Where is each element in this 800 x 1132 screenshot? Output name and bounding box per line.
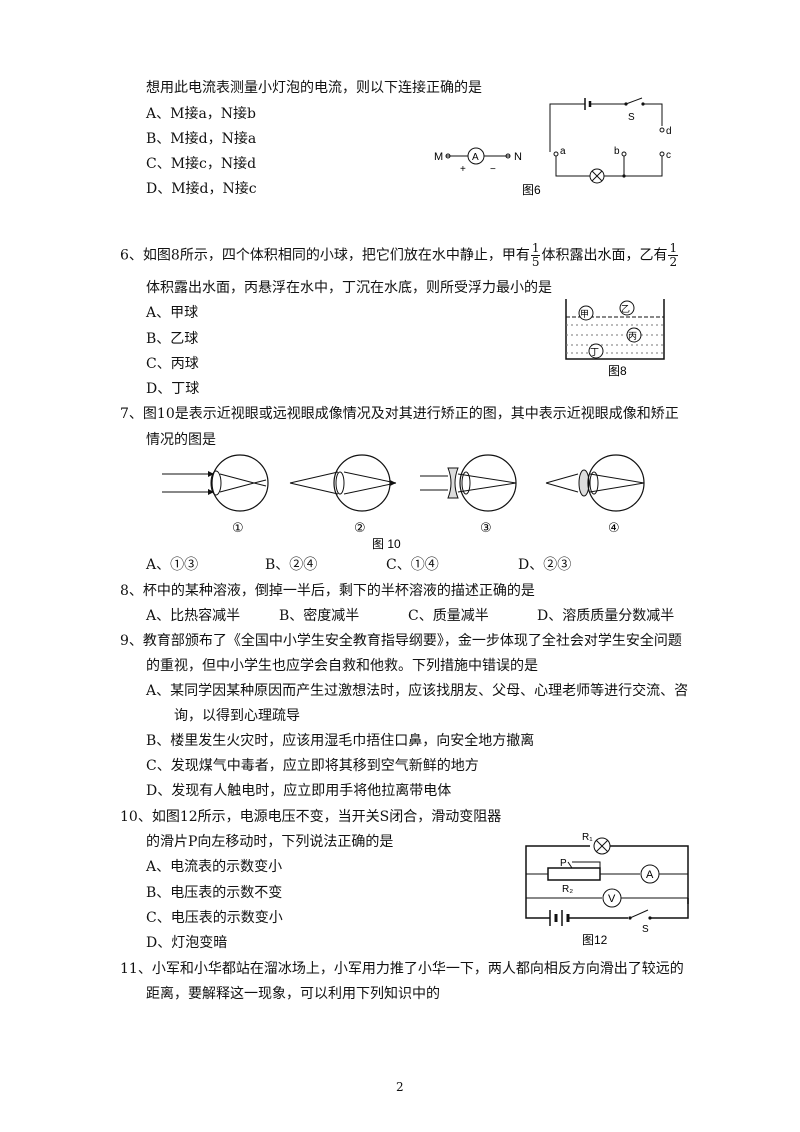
q10-option-c: C、电压表的示数变小 — [146, 910, 283, 926]
svg-text:S: S — [628, 112, 635, 123]
ball-bing: 丙 — [628, 331, 637, 341]
rheostat-icon — [547, 867, 601, 881]
q6-option-d: D、丁球 — [146, 381, 200, 397]
q8-stem: 8、杯中的某种溶液，倒掉一半后，剩下的半杯溶液的描述正确的是 — [120, 583, 535, 599]
eye-label-4: ④ — [608, 520, 620, 535]
q7-option-b: B、②④ — [265, 557, 318, 573]
eye-diagram-1: ① — [162, 454, 269, 535]
ball-yi: 乙 — [621, 304, 630, 314]
figure-10-eyes: ① ② ③ ④ 图 10 — [162, 454, 645, 551]
q9-stem-line1: 9、教育部颁布了《全国中小学生安全教育指导纲要》，金一步体现了全社会对学生安全问… — [120, 633, 682, 649]
concave-lens-icon — [447, 467, 459, 499]
q7-stem-line1: 7、图10是表示近视眼或远视眼成像情况及对其进行矫正的图，其中表示近视眼成像和矫… — [120, 406, 679, 422]
ammeter-n-label: N — [514, 151, 522, 163]
r1-label: R₁ — [582, 832, 593, 843]
svg-text:V: V — [608, 893, 616, 905]
q6-option-b: B、乙球 — [146, 331, 199, 347]
q5-option-c: C、M接c，N接d — [146, 156, 257, 172]
q7-option-d: D、②③ — [518, 557, 572, 573]
q5-option-a: A、M接a，N接b — [146, 106, 257, 122]
q6-option-c: C、丙球 — [146, 356, 199, 372]
eye-diagram-2: ② — [289, 454, 397, 535]
ball-ding: 丁 — [590, 347, 599, 357]
q5-option-b: B、M接d，N接a — [146, 131, 257, 147]
q10-stem-line1: 10、如图12所示，电源电压不变，当开关S闭合，滑动变阻器 — [120, 809, 502, 825]
q9-option-a-line1: A、某同学因某种原因而产生过激想法时，应该找朋友、父母、心理老师等进行交流、咨 — [146, 683, 689, 699]
switch-icon — [625, 97, 643, 105]
slider-p-label: P — [560, 858, 567, 869]
eye-diagram-4: ④ — [545, 454, 645, 535]
eye-label-2: ② — [354, 520, 366, 535]
q7-option-c: C、①④ — [386, 557, 439, 573]
q10-stem-line2: 的滑片P向左移动时，下列说法正确的是 — [146, 834, 394, 850]
svg-text:b: b — [614, 146, 620, 157]
q6-option-a: A、甲球 — [146, 305, 199, 321]
q8-option-b: B、密度减半 — [279, 608, 360, 624]
convex-lens-icon — [578, 469, 590, 497]
svg-text:d: d — [666, 126, 672, 137]
q5-stem: 想用此电流表测量小灯泡的电流，则以下连接正确的是 — [146, 80, 482, 96]
figure-8-caption: 图8 — [608, 364, 627, 378]
q10-option-d: D、灯泡变暗 — [146, 935, 228, 951]
eye-diagram-3: ③ — [420, 454, 517, 535]
q10-option-b: B、电压表的示数不变 — [146, 885, 283, 901]
figure-6-circuit: M A N + − S d c a b 图6 — [434, 97, 672, 197]
svg-text:c: c — [666, 150, 671, 161]
q10-option-a: A、电流表的示数变小 — [146, 859, 283, 875]
figure-8-beaker: 甲 乙 丙 丁 图8 — [565, 299, 665, 378]
svg-text:a: a — [560, 146, 566, 157]
q9-option-d: D、发现有人触电时，应立即用手将他拉离带电体 — [146, 783, 452, 799]
ball-jia: 甲 — [580, 309, 589, 319]
switch-icon — [629, 909, 649, 919]
q8-option-d: D、溶质质量分数减半 — [537, 608, 675, 624]
svg-text:−: − — [490, 164, 496, 175]
svg-text:S: S — [642, 924, 649, 935]
q7-option-a: A、①③ — [146, 557, 199, 573]
ammeter-m-label: M — [434, 151, 443, 163]
page-number: 2 — [396, 1080, 404, 1094]
eye-label-3: ③ — [480, 520, 492, 535]
q9-stem-line2: 的重视，但中小学生也应学会自救和他救。下列措施中错误的是 — [146, 658, 538, 674]
q5-option-d: D、M接d，N接c — [146, 181, 257, 197]
svg-text:A: A — [472, 152, 479, 163]
q7-stem-line2: 情况的图是 — [146, 432, 216, 448]
svg-text:+: + — [460, 164, 466, 175]
q9-option-b: B、楼里发生火灾时，应该用湿毛巾捂住口鼻，向安全地方撤离 — [146, 733, 535, 749]
r2-label: R₂ — [562, 884, 573, 895]
figure-10-caption: 图 10 — [372, 537, 401, 551]
figure-6-caption: 图6 — [522, 183, 541, 197]
eye-label-1: ① — [232, 520, 244, 535]
q11-stem-line1: 11、小军和小华都站在溜冰场上，小军用力推了小华一下，两人都向相反方向滑出了较远… — [120, 961, 684, 977]
q8-option-c: C、质量减半 — [408, 608, 489, 624]
q8-option-a: A、比热容减半 — [146, 608, 241, 624]
figure-12-circuit: R₁ P R₂ A V S 图12 — [525, 832, 689, 947]
q6-stem-line2: 体积露出水面，丙悬浮在水中，丁沉在水底，则所受浮力最小的是 — [146, 280, 552, 296]
q9-option-a-line2: 询，以得到心理疏导 — [174, 708, 300, 724]
q11-stem-line2: 距离，要解释这一现象，可以利用下列知识中的 — [146, 986, 440, 1002]
svg-text:A: A — [646, 869, 654, 881]
q9-option-c: C、发现煤气中毒者，应立即将其移到空气新鲜的地方 — [146, 758, 479, 774]
figure-12-caption: 图12 — [582, 933, 608, 947]
